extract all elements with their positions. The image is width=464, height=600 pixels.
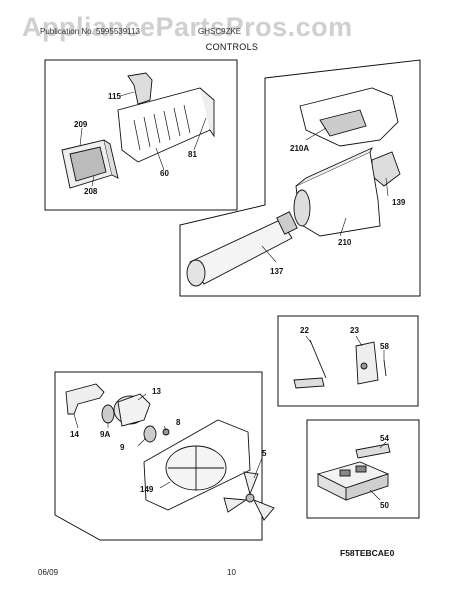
label-9: 9 <box>120 443 125 452</box>
label-58: 58 <box>380 342 389 351</box>
panel-water-filter <box>179 59 421 297</box>
water-filter-leader-lines <box>261 127 389 263</box>
panel-control-bracket <box>306 419 420 519</box>
model-number: GHSC9ZKE <box>198 27 242 36</box>
label-60: 60 <box>160 169 169 178</box>
publication-number: Publication No. 5995539113 <box>40 27 140 36</box>
control-bracket-drawing <box>316 443 391 501</box>
label-14: 14 <box>70 430 79 439</box>
panel-thermostat <box>277 315 419 407</box>
label-210A: 210A <box>290 144 309 153</box>
label-139: 139 <box>392 198 406 207</box>
label-149: 149 <box>140 485 154 494</box>
thermostat-drawing <box>293 339 387 389</box>
label-137: 137 <box>270 267 284 276</box>
panel-fan-assembly <box>54 371 263 541</box>
label-8: 8 <box>176 418 181 427</box>
label-81: 81 <box>188 150 197 159</box>
label-50: 50 <box>380 501 389 510</box>
label-209: 209 <box>74 120 88 129</box>
label-54: 54 <box>380 434 389 443</box>
label-208: 208 <box>84 187 98 196</box>
footer-date: 06/09 <box>38 568 59 577</box>
section-title: CONTROLS <box>205 42 259 52</box>
footer-page-number: 10 <box>227 568 236 577</box>
label-22: 22 <box>300 326 309 335</box>
label-5: 5 <box>262 449 267 458</box>
diagram-code: F58TEBCAE0 <box>340 548 395 558</box>
label-115: 115 <box>108 92 121 101</box>
label-210: 210 <box>338 238 352 247</box>
panel-filter-assembly <box>44 59 238 211</box>
watermark: AppliancePartsPros.com <box>22 12 353 42</box>
water-filter-drawing <box>186 87 401 287</box>
filter-assembly-drawing <box>61 72 215 189</box>
fan-assembly-drawing <box>65 383 275 521</box>
label-23: 23 <box>350 326 359 335</box>
filter-leader-lines <box>79 91 207 187</box>
label-9A: 9A <box>100 430 110 439</box>
label-13: 13 <box>152 387 161 396</box>
